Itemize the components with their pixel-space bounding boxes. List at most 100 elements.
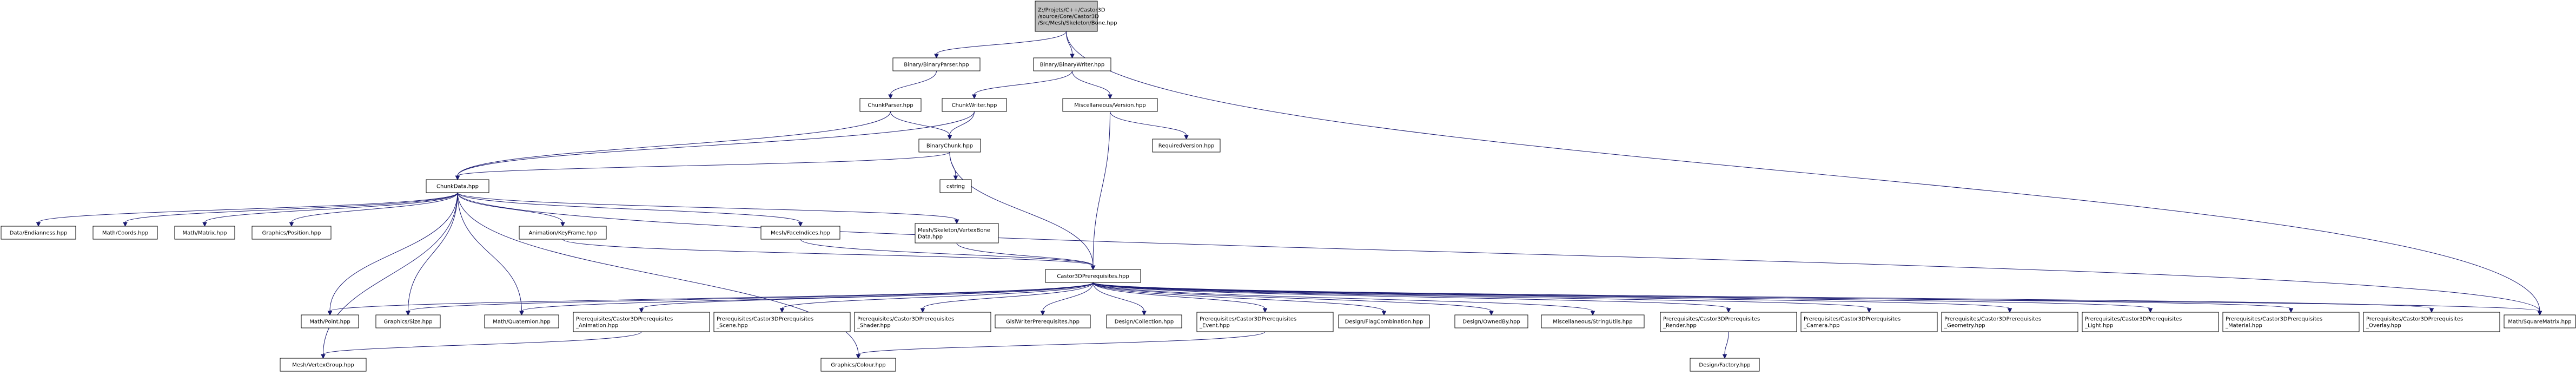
edge-line [1066, 31, 2540, 312]
node-box [92, 226, 158, 240]
edge-chunkdata-to-coords [123, 192, 458, 227]
node-box [918, 139, 981, 153]
edge-prereq-to-pre_anim [639, 282, 1094, 313]
edge-line [641, 282, 1094, 309]
edge-arrowhead [123, 222, 128, 227]
edge-chunkwriter-to-binchunk [947, 111, 975, 140]
edge-arrowhead [1040, 311, 1045, 316]
edge-chunkdata-to-quaternion [457, 192, 524, 316]
edge-arrowhead [1070, 54, 1075, 59]
edge-line [457, 192, 957, 220]
edge-arrowhead [954, 219, 959, 225]
node-label: Prerequisites/Castor3DPrerequisites [857, 317, 954, 323]
node-chunkdata[interactable]: ChunkData.hpp [426, 179, 489, 193]
node-pre_geometry[interactable]: Prerequisites/Castor3DPrerequisites_Geom… [1941, 312, 2078, 332]
node-vertexgroup[interactable]: Mesh/VertexGroup.hpp [280, 358, 367, 372]
edge-line [457, 152, 950, 176]
node-coords: Math/Coords.hpp [92, 226, 158, 240]
edge-line [291, 192, 458, 223]
edge-prereq-to-pre_overlay [1092, 282, 2434, 313]
node-label: _Scene.hpp [716, 323, 748, 329]
node-root[interactable]: Z:/Projets/C++/Castor3D/source/Core/Cast… [1035, 1, 1117, 32]
edge-line [457, 111, 891, 176]
edge-prereq-to-ownedby [1092, 282, 1494, 316]
node-label: Design/Factory.hpp [1699, 363, 1750, 369]
edge-chunkdata-to-vertexgroup [321, 192, 458, 359]
node-point: Math/Point.hpp [301, 314, 359, 328]
node-box [1690, 358, 1760, 372]
edge-line [782, 282, 1094, 309]
edge-chunkdata-to-colour [457, 192, 861, 359]
edge-line [457, 111, 975, 176]
edge-arrowhead [289, 222, 294, 227]
node-label: Castor3DPrerequisites.hpp [1057, 274, 1129, 280]
node-reqversion: RequiredVersion.hpp [1152, 139, 1221, 153]
edge-pre_render-to-factory [1722, 331, 1729, 359]
node-box [1800, 312, 1938, 332]
node-chunkwriter[interactable]: ChunkWriter.hpp [942, 98, 1007, 112]
node-box [915, 223, 999, 244]
edges-layer [36, 31, 2542, 359]
node-pre_anim[interactable]: Prerequisites/Castor3DPrerequisites_Anim… [573, 312, 710, 332]
edge-arrowhead [519, 311, 524, 316]
edge-arrowhead [560, 222, 565, 227]
node-box [2222, 312, 2360, 332]
edge-prereq-to-pre_geometry [1092, 282, 2012, 313]
edge-arrowhead [406, 311, 410, 316]
node-box [760, 226, 840, 240]
node-pre_overlay[interactable]: Prerequisites/Castor3DPrerequisites_Over… [2363, 312, 2500, 332]
node-pre_scene[interactable]: Prerequisites/Castor3DPrerequisites_Scen… [713, 312, 851, 332]
edge-line [1092, 282, 1266, 309]
node-label: Data/Endianness.hpp [10, 231, 68, 236]
node-label: Prerequisites/Castor3DPrerequisites [1944, 317, 2041, 323]
edge-root-to-sqmatrix [1066, 31, 2542, 316]
edge-prereq-to-pre_light [1092, 282, 2153, 313]
node-box [2363, 312, 2500, 332]
node-pre_light[interactable]: Prerequisites/Castor3DPrerequisites_Ligh… [2082, 312, 2219, 332]
node-cstring: cstring [939, 179, 972, 193]
node-chunkparser[interactable]: ChunkParser.hpp [859, 98, 922, 112]
node-miscversion[interactable]: Miscellaneous/Version.hpp [1062, 98, 1158, 112]
node-pre_camera[interactable]: Prerequisites/Castor3DPrerequisites_Came… [1800, 312, 1938, 332]
edge-chunkdata-to-endianness [36, 192, 458, 227]
node-pre_render[interactable]: Prerequisites/Castor3DPrerequisites_Rend… [1660, 312, 1797, 332]
edge-line [329, 192, 458, 312]
node-faceindices[interactable]: Mesh/FaceIndices.hpp [760, 226, 840, 240]
edge-line [1092, 282, 1593, 312]
node-label: _Shader.hpp [857, 323, 891, 329]
node-prereq[interactable]: Castor3DPrerequisites.hpp [1045, 269, 1141, 283]
edge-binparser-to-chunkparser [888, 70, 937, 100]
node-label: Z:/Projets/C++/Castor3D [1038, 8, 1105, 14]
node-colour: Graphics/Colour.hpp [820, 358, 896, 372]
edge-line [408, 282, 1094, 312]
edge-line [936, 31, 1067, 55]
edge-arrowhead [2148, 308, 2153, 313]
node-pre_shader[interactable]: Prerequisites/Castor3DPrerequisites_Shad… [854, 312, 991, 332]
edge-chunkparser-to-chunkdata [455, 111, 891, 181]
node-box [1454, 314, 1528, 328]
node-sqmatrix: Math/SquareMatrix.hpp [2504, 314, 2576, 328]
node-box [1033, 57, 1111, 71]
edge-arrowhead [1090, 265, 1096, 271]
node-binwriter[interactable]: Binary/BinaryWriter.hpp [1033, 57, 1111, 71]
edge-arrowhead [856, 354, 861, 359]
node-binchunk[interactable]: BinaryChunk.hpp [918, 139, 981, 153]
node-binparser[interactable]: Binary/BinaryParser.hpp [892, 57, 981, 71]
edge-arrowhead [455, 175, 460, 181]
edge-chunkdata-to-position [289, 192, 458, 227]
node-pre_material[interactable]: Prerequisites/Castor3DPrerequisites_Mate… [2222, 312, 2360, 332]
node-box [854, 312, 991, 332]
edge-line [956, 242, 1094, 266]
node-box [820, 358, 896, 372]
edge-line [922, 282, 1094, 309]
node-keyframe[interactable]: Animation/KeyFrame.hpp [519, 226, 607, 240]
node-box [1196, 312, 1334, 332]
node-label: Graphics/Position.hpp [262, 231, 321, 236]
node-pre_event[interactable]: Prerequisites/Castor3DPrerequisites_Even… [1196, 312, 1334, 332]
edge-prereq-to-size [406, 282, 1094, 316]
edge-line [949, 152, 1094, 266]
node-label: _Light.hpp [2084, 323, 2113, 329]
node-box [251, 226, 332, 240]
edge-prereq-to-glsl [1040, 282, 1094, 316]
